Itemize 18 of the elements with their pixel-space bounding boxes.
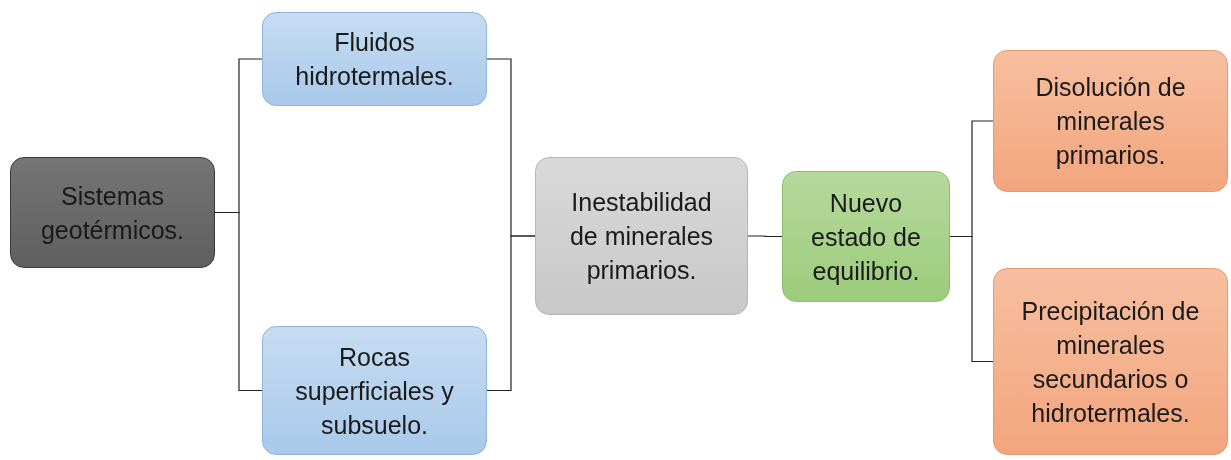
connector-line bbox=[949, 235, 994, 363]
box-label: Precipitación de minerales secundarios o hidrotermales. bbox=[1020, 295, 1201, 429]
process-box bbox=[993, 268, 1228, 455]
process-box bbox=[782, 171, 950, 302]
box-label: Sistemas geotérmicos. bbox=[39, 180, 186, 246]
connector-line bbox=[486, 235, 536, 392]
box-label: Rocas superficiales y subsuelo. bbox=[294, 341, 455, 441]
box-label: Disolución de minerales primarios. bbox=[1034, 72, 1187, 171]
connector-line bbox=[747, 235, 783, 238]
process-box bbox=[10, 157, 215, 268]
connector-line bbox=[214, 211, 263, 392]
process-box bbox=[535, 157, 748, 315]
box-label: Nuevo estado de equilibrio. bbox=[810, 187, 922, 287]
process-box bbox=[262, 12, 487, 106]
box-label: Fluidos hidrotermales. bbox=[294, 27, 455, 92]
box-label: Inestabilidad de minerales primarios. bbox=[568, 187, 715, 286]
process-box bbox=[262, 326, 487, 455]
process-box bbox=[993, 50, 1228, 192]
